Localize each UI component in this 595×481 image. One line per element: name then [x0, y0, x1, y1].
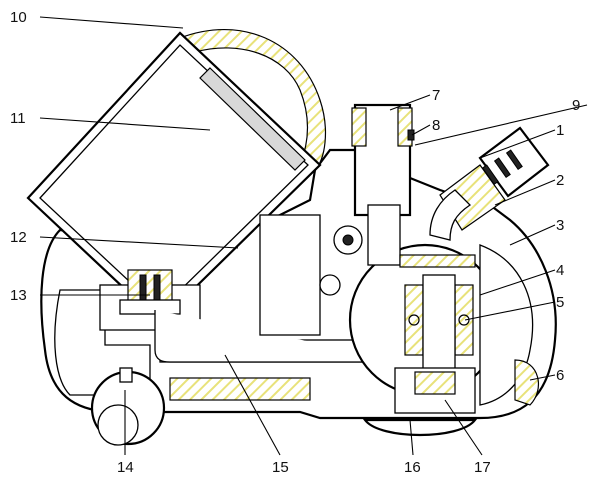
label-9: 9	[572, 97, 580, 114]
label-12: 12	[10, 229, 27, 246]
label-1: 1	[556, 122, 564, 139]
label-11: 11	[10, 110, 26, 127]
rear-wheel	[90, 367, 166, 446]
label-16: 16	[404, 459, 421, 476]
label-15: 15	[272, 459, 289, 476]
label-5: 5	[556, 294, 564, 311]
right-arc-hatch	[514, 359, 539, 406]
label-17: 17	[474, 459, 491, 476]
part-labels: 1 2 3 4 5 6 7 8 9 10 11 12 13 14 15 16 1…	[10, 9, 580, 476]
connecting-pipe	[154, 310, 411, 401]
vertical-tube	[351, 103, 415, 266]
label-3: 3	[556, 217, 564, 234]
leader-lines	[39, 16, 588, 456]
label-13: 13	[10, 287, 27, 304]
label-7: 7	[432, 87, 440, 104]
middle-chassis	[259, 214, 321, 336]
angled-connector	[429, 126, 550, 241]
label-8: 8	[432, 117, 440, 134]
outlet-valve	[119, 269, 181, 315]
label-6: 6	[556, 367, 564, 384]
label-2: 2	[556, 172, 564, 189]
label-14: 14	[117, 459, 134, 476]
motor-fan-assembly	[399, 254, 476, 371]
label-4: 4	[556, 262, 564, 279]
pivot-circle	[319, 274, 341, 296]
label-10: 10	[10, 9, 27, 26]
gear-knob-center	[342, 234, 354, 246]
dust-container	[26, 31, 322, 324]
bottom-nozzle	[362, 367, 478, 437]
